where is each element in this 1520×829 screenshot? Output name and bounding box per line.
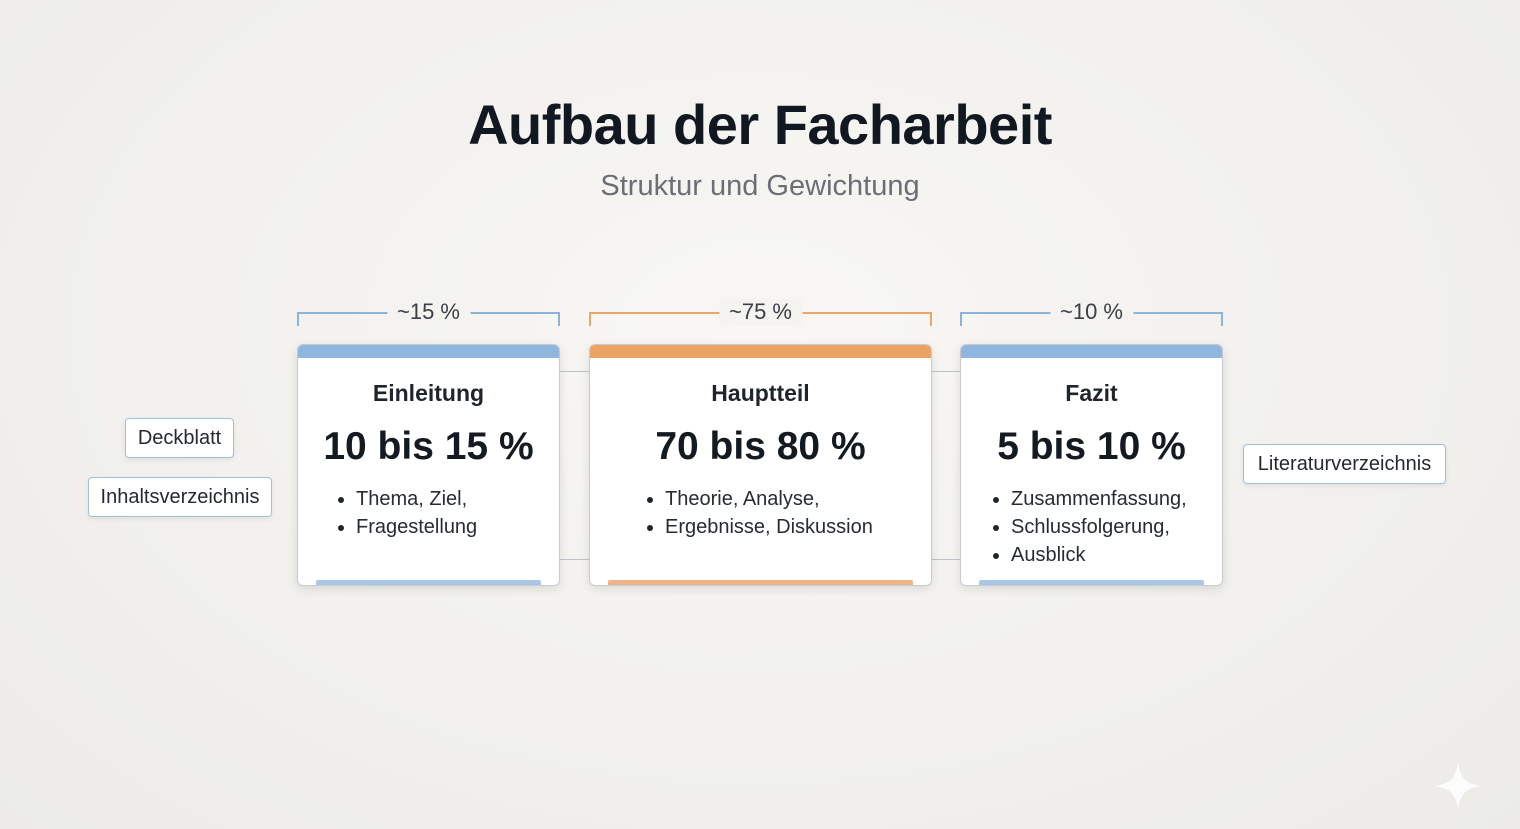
card-accent-bar [298, 345, 559, 358]
card-item-list: Theorie, Analyse, Ergebnisse, Diskussion [647, 485, 873, 541]
card-heading: Hauptteil [711, 380, 810, 406]
connector-line [931, 371, 960, 372]
page-subtitle: Struktur und Gewichtung [600, 170, 920, 202]
card-item-list: Zusammenfassung, Schlussfolgerung, Ausbl… [993, 485, 1187, 569]
list-item: Fragestellung [338, 513, 477, 541]
card-item-list: Thema, Ziel, Fragestellung [338, 485, 477, 541]
list-item: Ergebnisse, Diskussion [647, 513, 873, 541]
bracket-label: ~10 % [1050, 299, 1133, 325]
card-footer-bar [608, 580, 913, 585]
card-fazit: Fazit 5 bis 10 % Zusammenfassung, Schlus… [960, 344, 1223, 586]
connector-line [559, 559, 589, 560]
page-title: Aufbau der Facharbeit [468, 93, 1052, 156]
card-einleitung: Einleitung 10 bis 15 % Thema, Ziel, Frag… [297, 344, 560, 586]
card-range: 5 bis 10 % [997, 425, 1186, 468]
card-heading: Einleitung [372, 380, 485, 406]
side-box-literaturverzeichnis: Literaturverzeichnis [1243, 444, 1446, 484]
list-item: Schlussfolgerung, [993, 513, 1187, 541]
list-item: Ausblick [993, 541, 1187, 569]
list-item: Theorie, Analyse, [647, 485, 873, 513]
bracket-label: ~75 % [719, 299, 802, 325]
bracket-hauptteil: ~75 % [589, 299, 932, 326]
connector-line [559, 371, 589, 372]
connector-line [931, 559, 960, 560]
card-range: 10 bis 15 % [323, 425, 534, 468]
card-hauptteil: Hauptteil 70 bis 80 % Theorie, Analyse, … [589, 344, 932, 586]
bracket-label: ~15 % [387, 299, 470, 325]
list-item: Thema, Ziel, [338, 485, 477, 513]
card-footer-bar [979, 580, 1204, 585]
side-box-inhaltsverzeichnis: Inhaltsverzeichnis [88, 477, 272, 517]
side-box-deckblatt: Deckblatt [125, 418, 234, 458]
sparkle-icon [1432, 760, 1484, 812]
card-range: 70 bis 80 % [655, 425, 866, 468]
card-accent-bar [590, 345, 931, 358]
list-item: Zusammenfassung, [993, 485, 1187, 513]
bracket-einleitung: ~15 % [297, 299, 560, 326]
bracket-fazit: ~10 % [960, 299, 1223, 326]
card-footer-bar [316, 580, 541, 585]
card-accent-bar [961, 345, 1222, 358]
card-heading: Fazit [1065, 380, 1118, 406]
